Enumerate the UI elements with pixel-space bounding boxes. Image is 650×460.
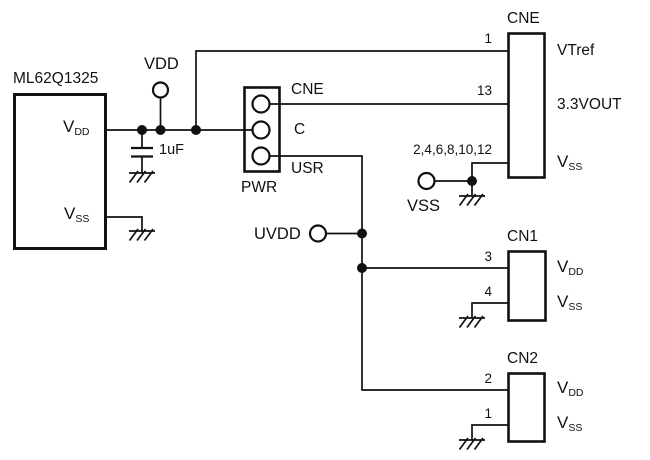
cn2-pin1-number: 1 [484, 406, 492, 421]
cn2-pin2-number: 2 [484, 371, 492, 386]
cne-signal-33vout: 3.3VOUT [557, 96, 622, 113]
ic-title: ML62Q1325 [13, 70, 99, 87]
pwr-pin-cne-label: CNE [291, 81, 324, 98]
cn2-signal-vss: VSS [557, 413, 583, 434]
capacitor-symbol [131, 146, 153, 158]
cn1-title: CN1 [507, 228, 539, 245]
cn1-connector-box [507, 250, 547, 322]
pwr-title: PWR [241, 179, 278, 196]
cne-signal-vss: VSS [557, 152, 583, 173]
cn1-pin3-number: 3 [484, 249, 492, 264]
ic-pin-vdd-label: VDD [63, 117, 90, 138]
vss-net-label: VSS [407, 197, 441, 215]
cne-vss-pin-numbers: 2,4,6,8,10,12 [413, 142, 492, 157]
cne-signal-vtref: VTref [557, 42, 595, 59]
pwr-pin-c-label: C [294, 121, 306, 138]
pwr-pin-c-circle [251, 120, 271, 140]
ground-icon [128, 228, 155, 242]
uvdd-terminal-circle [308, 224, 328, 243]
capacitor-value: 1uF [159, 142, 184, 158]
ic-pin-vss-label: VSS [64, 204, 90, 225]
vdd-net-label: VDD [144, 55, 179, 73]
ground-icon [128, 170, 155, 184]
vss-terminal-circle [417, 171, 436, 191]
cne-title: CNE [507, 10, 540, 27]
ic-box [13, 93, 107, 250]
pwr-pin-usr-label: USR [291, 160, 324, 177]
pwr-pin-usr-circle [251, 146, 271, 166]
cn2-title: CN2 [507, 350, 539, 367]
cn2-signal-vdd: VDD [557, 378, 584, 399]
ground-icon [458, 315, 485, 329]
cn2-connector-box [507, 372, 546, 443]
cne-pin13-number: 13 [476, 83, 492, 98]
uvdd-net-label: UVDD [254, 225, 301, 243]
cn1-signal-vdd: VDD [557, 257, 584, 278]
ground-icon [458, 437, 485, 451]
cn1-signal-vss: VSS [557, 292, 583, 313]
cne-pin1-number: 1 [484, 31, 492, 46]
cne-connector-box [507, 32, 546, 179]
vdd-terminal-circle [151, 81, 170, 99]
cn1-pin4-number: 4 [484, 284, 492, 299]
pwr-pin-cne-circle [251, 94, 271, 114]
junction-dots [137, 125, 477, 273]
pwr-connector-box [243, 86, 281, 173]
ground-icon [458, 193, 485, 207]
ground-symbols [128, 170, 485, 451]
